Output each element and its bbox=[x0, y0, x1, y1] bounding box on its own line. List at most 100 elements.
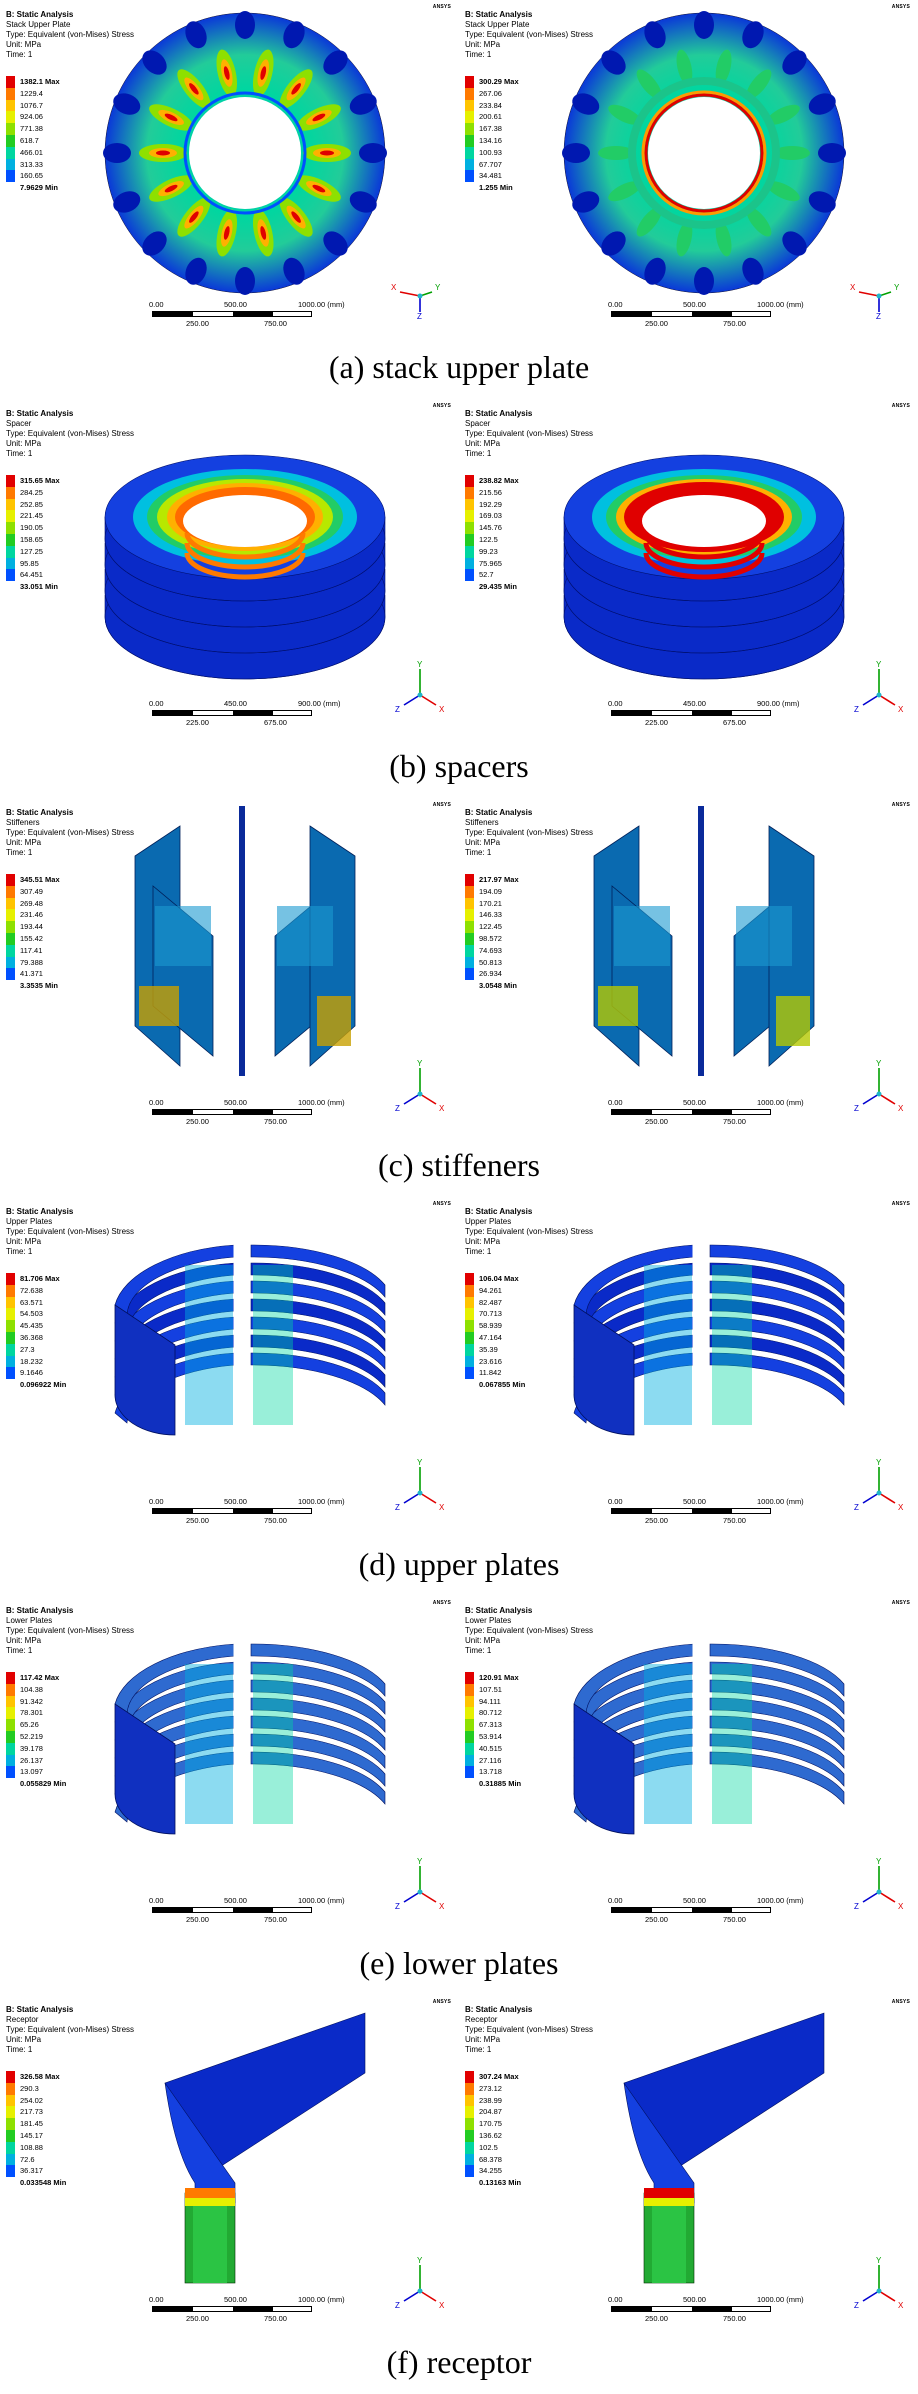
legend-value: 181.45 bbox=[20, 2119, 43, 2129]
header-line: Upper Plates bbox=[6, 1217, 53, 1226]
legend-swatch bbox=[6, 1320, 15, 1332]
triad-axis-x bbox=[878, 1891, 896, 1903]
triad-label-z: Z bbox=[395, 2301, 400, 2310]
legend-value: 72.638 bbox=[20, 1285, 43, 1295]
scale-label: 750.00 bbox=[723, 1516, 746, 1525]
legend-swatch bbox=[465, 2118, 474, 2130]
legend-value: 78.301 bbox=[20, 1708, 43, 1718]
triad-axis-z bbox=[403, 2290, 421, 2302]
legend-swatch bbox=[6, 76, 15, 88]
legend-swatch bbox=[6, 2094, 15, 2107]
scale-label: 1000.00 (mm) bbox=[757, 1098, 804, 1107]
legend-min: 0.096922 Min bbox=[20, 1380, 67, 1390]
legend-swatch bbox=[465, 874, 474, 886]
legend-swatch bbox=[6, 885, 15, 898]
legend-swatch bbox=[6, 1308, 15, 1321]
triad-label-x: X bbox=[898, 1503, 904, 1512]
header-line: Type: Equivalent (von-Mises) Stress bbox=[465, 30, 594, 39]
scale-label: 250.00 bbox=[645, 1516, 668, 1525]
legend-value: 67.313 bbox=[479, 1720, 502, 1730]
triad-label-y: Y bbox=[876, 2257, 882, 2265]
legend-value: 27.116 bbox=[479, 1755, 502, 1765]
legend-swatch bbox=[465, 1730, 474, 1743]
triad-label-z: Z bbox=[395, 1104, 400, 1113]
legend-swatch bbox=[6, 533, 15, 546]
triad-axis-x bbox=[419, 1492, 437, 1504]
header-line: Time: 1 bbox=[6, 50, 33, 59]
scale-segment bbox=[153, 1110, 193, 1114]
legend-value: 58.939 bbox=[479, 1321, 502, 1331]
triad-axis-x bbox=[419, 694, 437, 706]
legend-swatch bbox=[465, 897, 474, 910]
legend-swatch bbox=[6, 134, 15, 147]
figure-caption: (d) upper plates bbox=[358, 1546, 560, 1582]
legend-swatch bbox=[6, 2129, 15, 2142]
legend-value: 68.378 bbox=[479, 2154, 502, 2164]
scale-bar-graphic bbox=[611, 1508, 771, 1514]
legend-value: 215.56 bbox=[479, 487, 502, 497]
legend-min: 29.435 Min bbox=[479, 582, 517, 592]
legend-value: 63.571 bbox=[20, 1297, 43, 1307]
legend-swatch bbox=[6, 2118, 15, 2130]
scale-label: 750.00 bbox=[723, 1915, 746, 1924]
scale-label: 500.00 bbox=[224, 1098, 247, 1107]
triad-label-z: Z bbox=[854, 1104, 859, 1113]
header-line: Unit: MPa bbox=[465, 1636, 501, 1645]
legend-swatch bbox=[465, 510, 474, 523]
legend-swatch bbox=[6, 1343, 15, 1356]
legend-swatch bbox=[465, 1355, 474, 1368]
legend-value: 267.06 bbox=[479, 88, 502, 98]
fea-model bbox=[554, 8, 854, 303]
header-line: Unit: MPa bbox=[6, 1237, 42, 1246]
legend-swatch bbox=[465, 1719, 474, 1731]
triad-axis-z bbox=[403, 694, 421, 706]
scale-segment bbox=[153, 1509, 193, 1513]
legend-value: 80.712 bbox=[479, 1708, 502, 1718]
scale-label: 500.00 bbox=[224, 1896, 247, 1905]
legend-value: 200.61 bbox=[479, 112, 502, 122]
legend-value: 193.44 bbox=[20, 922, 43, 932]
header-line: Unit: MPa bbox=[6, 838, 42, 847]
legend-swatch bbox=[6, 1695, 15, 1708]
scale-segment bbox=[612, 1908, 652, 1912]
scale-label: 1000.00 (mm) bbox=[298, 2295, 345, 2304]
scale-label: 250.00 bbox=[645, 2314, 668, 2323]
triad-label-z: Z bbox=[417, 312, 422, 321]
legend-swatch bbox=[465, 522, 474, 534]
legend-swatch bbox=[6, 2141, 15, 2154]
legend-swatch bbox=[6, 545, 15, 558]
legend-swatch bbox=[465, 2165, 474, 2178]
legend-value: 221.45 bbox=[20, 511, 43, 521]
scale-segment bbox=[153, 1908, 193, 1912]
legend-value: 170.75 bbox=[479, 2119, 502, 2129]
header-line: Type: Equivalent (von-Mises) Stress bbox=[465, 828, 594, 837]
scale-label: 250.00 bbox=[186, 2314, 209, 2323]
scale-bar-graphic bbox=[152, 311, 312, 317]
header-line: Time: 1 bbox=[465, 449, 492, 458]
scale-segment bbox=[233, 312, 273, 316]
legend-swatch bbox=[6, 557, 15, 570]
ansys-logo: ANSYS bbox=[432, 1600, 451, 1606]
figure-caption: (b) spacers bbox=[389, 748, 529, 784]
legend-min: 33.051 Min bbox=[20, 582, 58, 592]
scale-segment bbox=[692, 711, 732, 715]
triad-origin bbox=[876, 293, 882, 299]
legend-value: 35.39 bbox=[479, 1344, 498, 1354]
legend-value: 99.23 bbox=[479, 546, 498, 556]
legend-value: 26.137 bbox=[20, 1755, 43, 1765]
legend-swatch bbox=[6, 1284, 15, 1297]
triad-origin bbox=[417, 1889, 423, 1895]
header-line: B: Static Analysis bbox=[465, 10, 533, 19]
fea-model bbox=[95, 407, 395, 702]
